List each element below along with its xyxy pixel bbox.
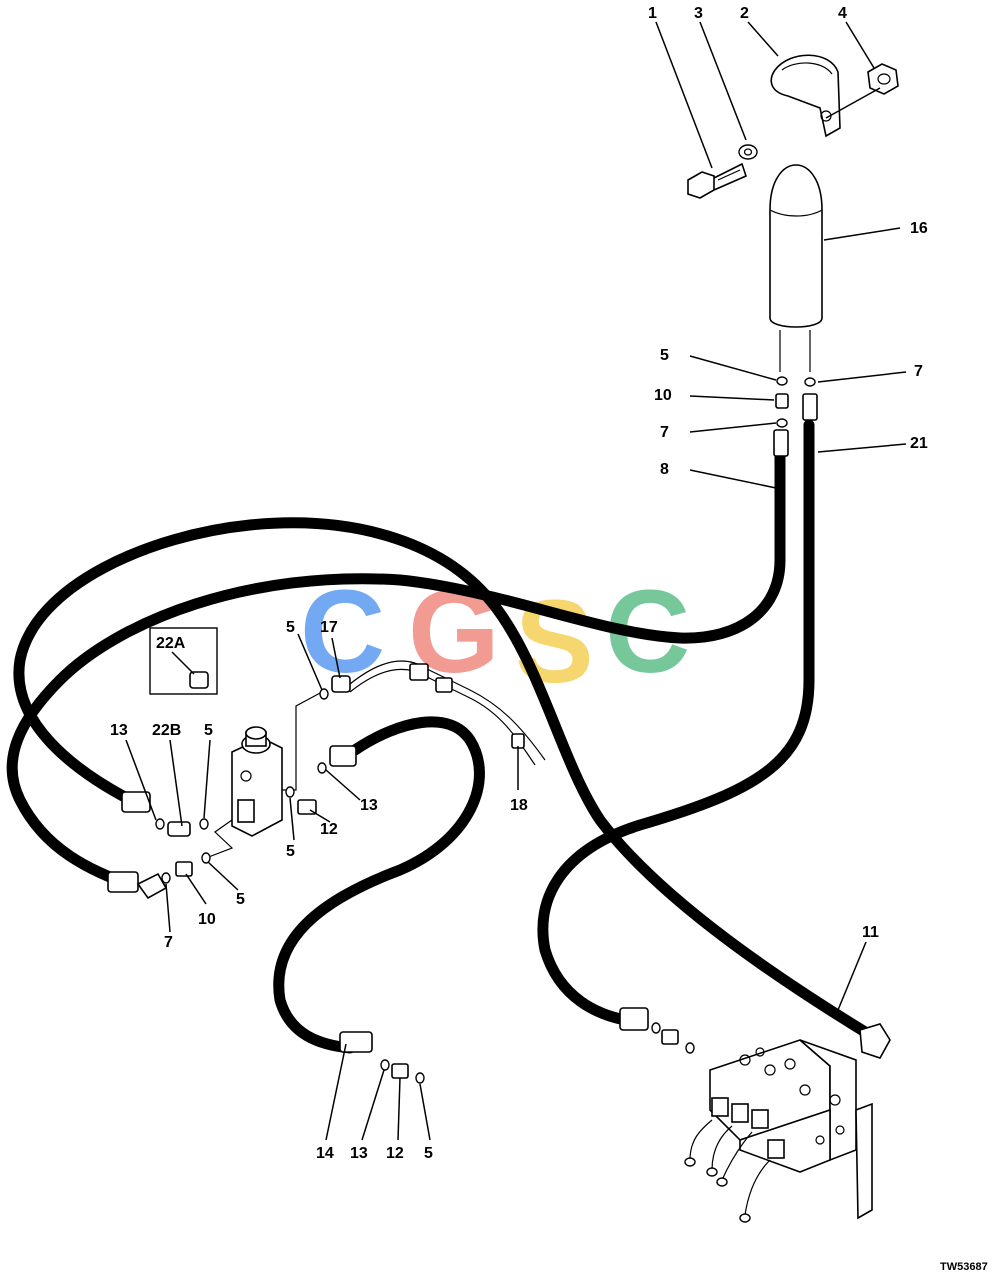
callout-5-mid: 5 bbox=[286, 843, 295, 860]
fitting-22b bbox=[167, 821, 191, 837]
hose-8 bbox=[6, 449, 786, 891]
bolt-1 bbox=[687, 162, 747, 199]
figure-id: TW53687 bbox=[940, 1261, 988, 1273]
fitting-17 bbox=[331, 675, 351, 693]
callout-21: 21 bbox=[910, 435, 928, 452]
callout-12-bottom: 12 bbox=[386, 1145, 404, 1162]
hoses bbox=[6, 419, 876, 1054]
callout-7-top: 7 bbox=[914, 363, 923, 380]
callout-8: 8 bbox=[660, 461, 669, 478]
callout-14: 14 bbox=[316, 1145, 334, 1162]
callout-5-lower: 5 bbox=[236, 891, 245, 908]
hose-21 bbox=[537, 419, 815, 1026]
accumulator-fittings bbox=[773, 376, 818, 457]
washer-3 bbox=[738, 144, 758, 160]
callout-5-top: 5 bbox=[660, 347, 669, 364]
callout-3: 3 bbox=[694, 5, 703, 22]
accumulator-16 bbox=[769, 164, 823, 372]
fitting-12b bbox=[391, 1063, 409, 1079]
wire-harness bbox=[349, 660, 546, 761]
nut-4 bbox=[867, 63, 899, 95]
leader-lines bbox=[125, 21, 907, 1141]
callout-5-bottom: 5 bbox=[424, 1145, 433, 1162]
callout-12-mid: 12 bbox=[320, 821, 338, 838]
clamp-2 bbox=[770, 54, 841, 138]
callout-10-top: 10 bbox=[654, 387, 672, 404]
callout-2: 2 bbox=[740, 5, 749, 22]
callout-7-mid: 7 bbox=[660, 424, 669, 441]
callout-18: 18 bbox=[510, 797, 528, 814]
callout-16: 16 bbox=[910, 220, 928, 237]
callout-7-lower: 7 bbox=[164, 934, 173, 951]
callout-22b: 22B bbox=[152, 722, 181, 739]
inset-22a bbox=[149, 627, 218, 695]
fitting-10b bbox=[175, 861, 193, 877]
watermark-letter-s: S bbox=[515, 576, 594, 708]
callout-1: 1 bbox=[648, 5, 657, 22]
callout-5-left: 5 bbox=[204, 722, 213, 739]
callout-4: 4 bbox=[838, 5, 847, 22]
clamp-assembly bbox=[687, 54, 899, 199]
callout-5-wire: 5 bbox=[286, 619, 295, 636]
callout-13-bottom: 13 bbox=[350, 1145, 368, 1162]
callout-22a: 22A bbox=[156, 635, 186, 652]
hose-11 bbox=[13, 517, 876, 1041]
callout-13-left: 13 bbox=[110, 722, 128, 739]
hose-14 bbox=[273, 716, 485, 1054]
callout-10-lower: 10 bbox=[198, 911, 216, 928]
callout-17: 17 bbox=[320, 619, 338, 636]
callout-13-mid: 13 bbox=[360, 797, 378, 814]
callout-labels: 1 3 2 4 16 5 7 10 7 21 8 22A 5 17 13 22B… bbox=[110, 5, 928, 1162]
callout-11: 11 bbox=[862, 924, 879, 941]
control-valve-block bbox=[619, 1007, 891, 1223]
